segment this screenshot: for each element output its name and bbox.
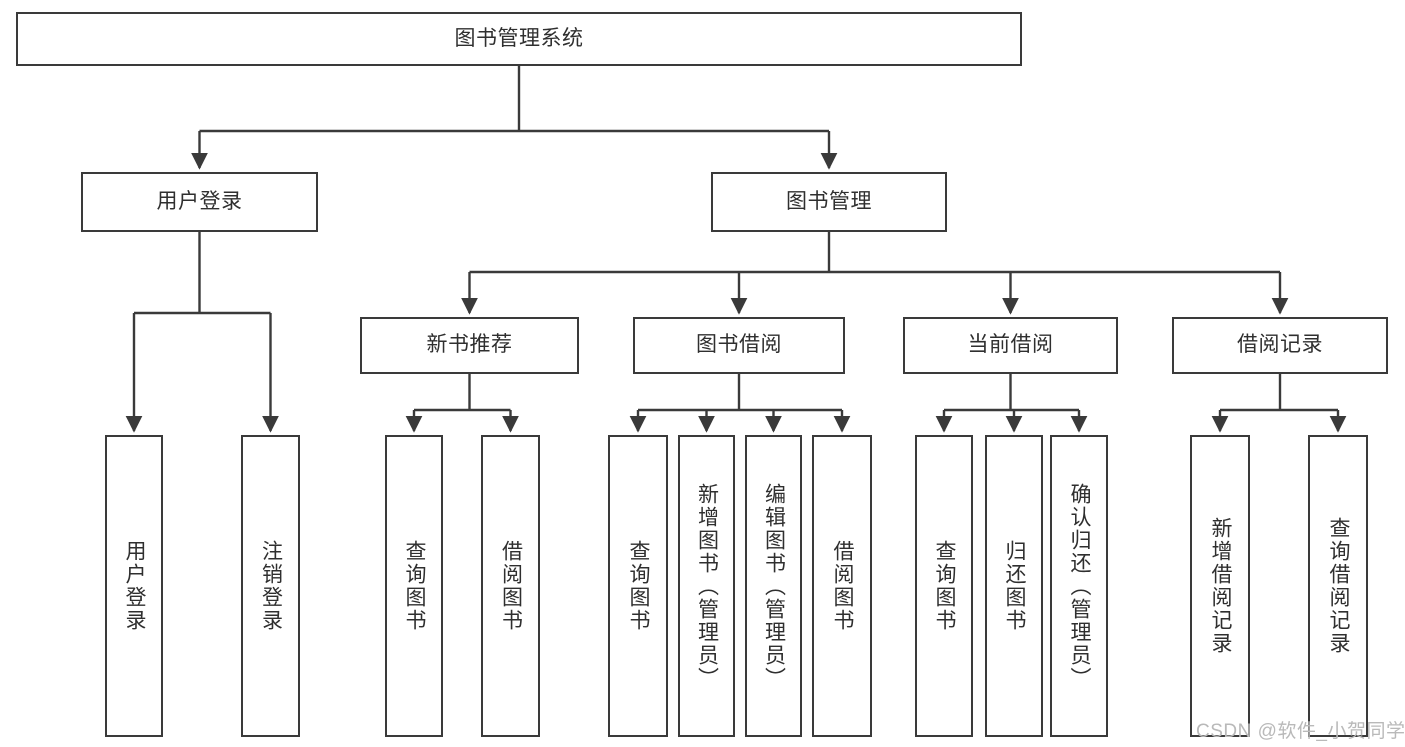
node-leaf-3[interactable]: 借阅图书 bbox=[481, 435, 540, 737]
node-label: 归还图书 bbox=[1003, 540, 1027, 632]
node-label: 查询图书 bbox=[403, 540, 427, 632]
node-leaf-9[interactable]: 归还图书 bbox=[985, 435, 1043, 737]
node-label: 借阅图书 bbox=[831, 540, 855, 632]
node-label: 当前借阅 bbox=[967, 333, 1054, 357]
node-label: 用户登录 bbox=[123, 540, 147, 632]
node-leaf-11[interactable]: 新增借阅记录 bbox=[1190, 435, 1250, 737]
node-label: 图书管理 bbox=[786, 189, 872, 213]
node-label: 查询图书 bbox=[627, 540, 651, 632]
node-leaf-6[interactable]: 编辑图书（管理员） bbox=[745, 435, 802, 737]
node-leaf-4[interactable]: 查询图书 bbox=[608, 435, 668, 737]
node-leaf-1[interactable]: 注销登录 bbox=[241, 435, 300, 737]
node-leaf-0[interactable]: 用户登录 bbox=[105, 435, 163, 737]
node-label: 新增图书（管理员） bbox=[695, 482, 719, 690]
node-label: 查询借阅记录 bbox=[1327, 517, 1351, 655]
node-label: 借阅记录 bbox=[1237, 333, 1323, 357]
node-level2-1[interactable]: 图书管理 bbox=[711, 172, 947, 232]
node-label: 图书管理系统 bbox=[454, 26, 584, 50]
node-label: 图书借阅 bbox=[696, 333, 782, 357]
node-label: 用户登录 bbox=[156, 189, 243, 213]
node-leaf-10[interactable]: 确认归还（管理员） bbox=[1050, 435, 1108, 737]
node-leaf-8[interactable]: 查询图书 bbox=[915, 435, 973, 737]
csdn-watermark: CSDN @软件_小贺同学 bbox=[1196, 721, 1405, 742]
node-level3-0[interactable]: 新书推荐 bbox=[360, 317, 579, 374]
node-leaf-5[interactable]: 新增图书（管理员） bbox=[678, 435, 735, 737]
node-root-0[interactable]: 图书管理系统 bbox=[16, 12, 1022, 66]
node-leaf-2[interactable]: 查询图书 bbox=[385, 435, 443, 737]
node-leaf-7[interactable]: 借阅图书 bbox=[812, 435, 872, 737]
node-level3-3[interactable]: 借阅记录 bbox=[1172, 317, 1388, 374]
node-level2-0[interactable]: 用户登录 bbox=[81, 172, 318, 232]
node-label: 注销登录 bbox=[259, 540, 283, 632]
node-leaf-12[interactable]: 查询借阅记录 bbox=[1308, 435, 1368, 737]
node-label: 编辑图书（管理员） bbox=[762, 482, 786, 690]
node-label: 借阅图书 bbox=[499, 540, 523, 632]
node-level3-1[interactable]: 图书借阅 bbox=[633, 317, 845, 374]
node-label: 新增借阅记录 bbox=[1209, 517, 1233, 655]
node-label: 确认归还（管理员） bbox=[1068, 482, 1092, 690]
node-label: 查询图书 bbox=[933, 540, 957, 632]
node-level3-2[interactable]: 当前借阅 bbox=[903, 317, 1118, 374]
node-label: 新书推荐 bbox=[426, 333, 513, 357]
